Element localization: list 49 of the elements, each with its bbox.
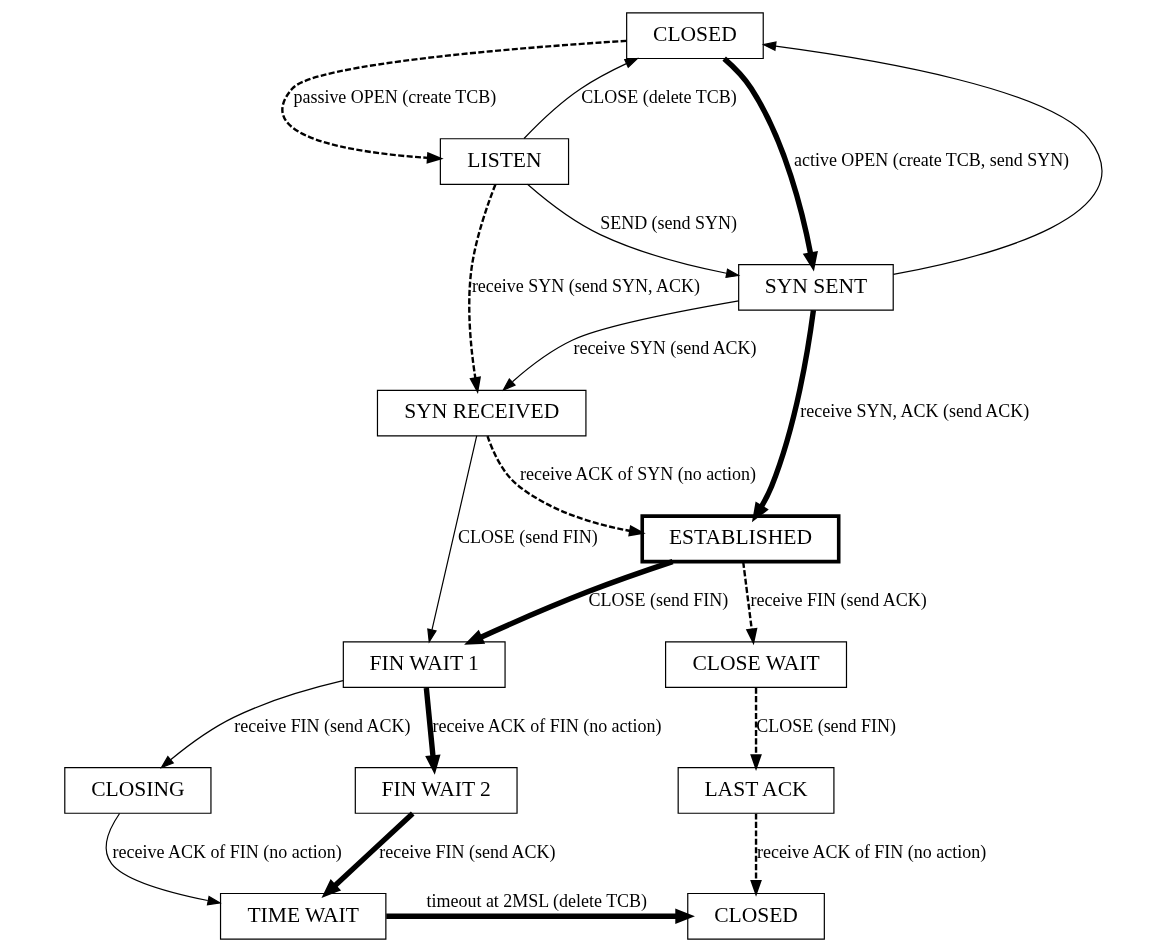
edge-label: receive FIN (send ACK) [379,841,556,862]
arrow [281,39,627,164]
edge-label: passive OPEN (create TCB) [293,86,497,107]
arrow [423,687,441,775]
edge-label: receive SYN (send SYN, ACK) [471,275,700,296]
edge-label: SEND (send SYN) [600,212,737,233]
arrow [427,435,478,644]
edge-label: CLOSE (delete TCB) [581,86,737,107]
arrow [105,812,222,906]
arrow [722,56,818,272]
node-box: CLOSED [626,12,764,60]
arrow [761,41,1103,276]
arrow [464,559,674,645]
node-box: ESTABLISHED [640,514,841,564]
node-box: LISTEN [439,138,570,185]
node-box: LAST ACK [677,767,835,814]
edge-label: active OPEN (create TCB, send SYN) [793,149,1070,170]
node-box: SYN SENT [738,263,894,311]
edge-label: timeout at 2MSL (delete TCB) [426,890,648,911]
node-box: FIN WAIT 2 [354,767,518,814]
edge-label: receive ACK of FIN (no action) [112,841,342,862]
edge-label: receive ACK of FIN (no action) [432,715,662,736]
node-box: FIN WAIT 1 [342,641,506,689]
arrow [526,183,741,279]
edge-label: receive ACK of FIN (no action) [757,841,987,862]
arrow [523,57,640,140]
node-box: CLOSE WAIT [665,641,848,689]
node-box: CLOSED [687,892,825,940]
edge-label: receive SYN (send ACK) [573,338,757,359]
arrow [321,811,415,899]
edge-label: receive SYN, ACK (send ACK) [800,401,1030,422]
node-box: CLOSING [64,767,212,814]
edge-label: receive ACK of SYN (no action) [520,464,757,485]
arrow [751,309,817,523]
arrow [742,562,758,646]
edge-label: receive FIN (send ACK) [234,715,411,736]
arrow [501,300,740,392]
edge-label: CLOSE (send FIN) [457,527,598,548]
edge-label: CLOSE (send FIN) [756,715,896,736]
edge-label: CLOSE (send FIN) [588,589,729,610]
arrow [160,680,344,769]
arrow [750,813,762,897]
node-box: TIME WAIT [219,892,387,940]
node-box: SYN RECEIVED [376,389,587,437]
arrow [750,687,762,772]
arrow [386,908,695,924]
arrow [486,435,646,537]
arrow [468,184,497,394]
edge-label: receive FIN (send ACK) [750,589,927,610]
